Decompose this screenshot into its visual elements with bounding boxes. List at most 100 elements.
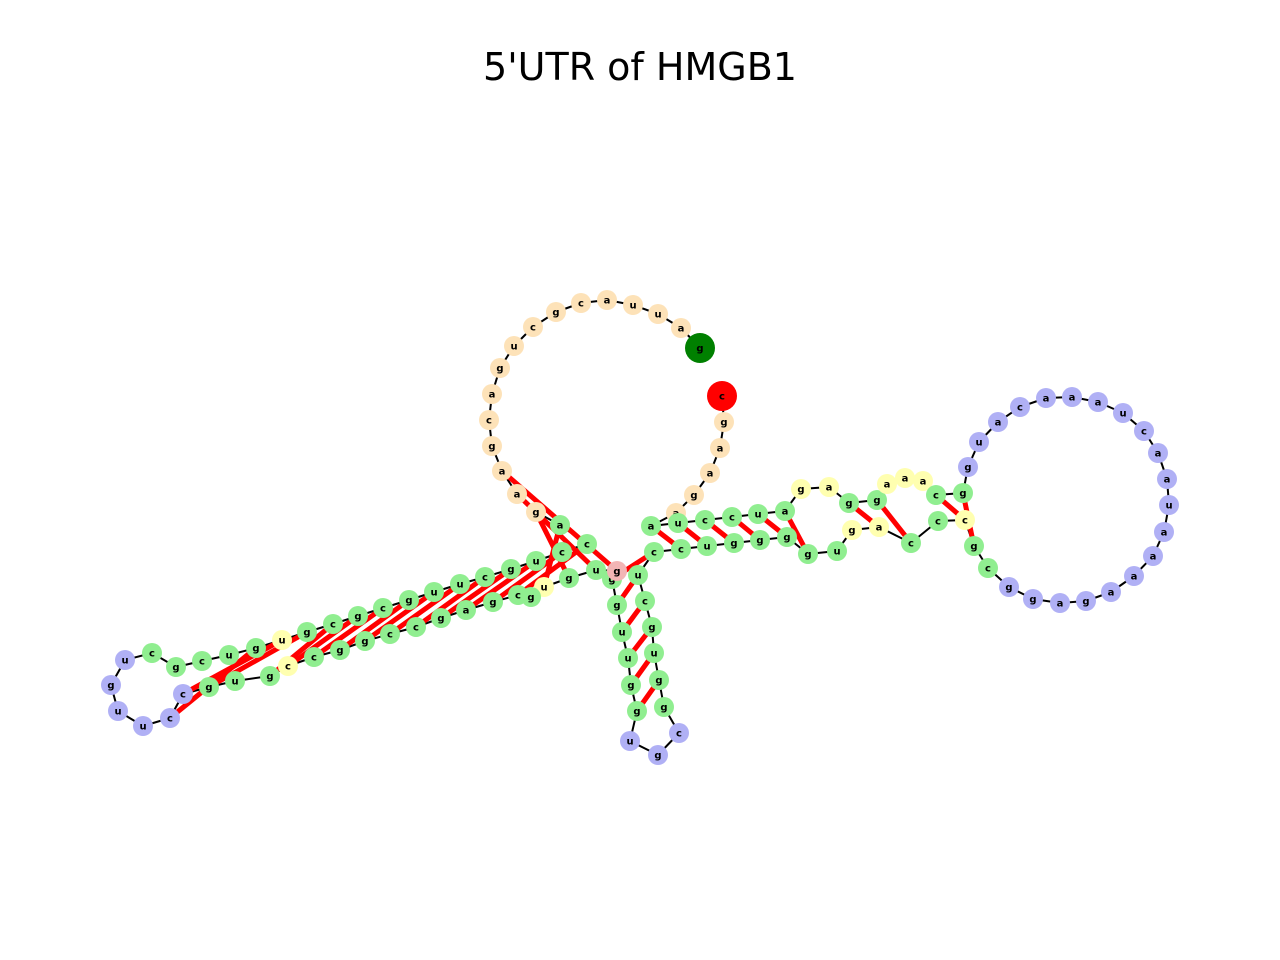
nucleotide-label: c	[678, 545, 684, 556]
nucleotide-circle	[969, 432, 989, 452]
nucleotide-label: g	[845, 499, 852, 510]
nucleotide-circle	[133, 716, 153, 736]
nucleotide-circle	[355, 631, 375, 651]
nucleotide: g	[842, 520, 862, 540]
nucleotide: a	[597, 290, 617, 310]
nucleotide: c	[552, 542, 572, 562]
nucleotide: g	[297, 622, 317, 642]
nucleotide-circle	[225, 671, 245, 691]
nucleotide-label: c	[1141, 427, 1147, 438]
nucleotide-label: g	[532, 508, 539, 519]
nucleotide-label: u	[703, 542, 710, 553]
nucleotide-label: g	[172, 663, 179, 674]
nucleotide: c	[380, 624, 400, 644]
nucleotide-label: a	[995, 418, 1002, 429]
nucleotide: a	[482, 384, 502, 404]
nucleotide-label: g	[507, 565, 514, 576]
nucleotide: c	[278, 656, 298, 676]
nucleotide-label: g	[552, 308, 559, 319]
nucleotide-circle	[492, 461, 512, 481]
nucleotide-label: u	[674, 519, 681, 530]
nucleotide-circle	[546, 302, 566, 322]
nucleotide-label: c	[676, 729, 682, 740]
nucleotide-label: u	[1119, 409, 1126, 420]
nucleotide-circle	[695, 510, 715, 530]
nucleotide-label: u	[430, 588, 437, 599]
nucleotide-label: a	[604, 296, 611, 307]
nucleotide: c	[635, 591, 655, 611]
nucleotide: a	[988, 412, 1008, 432]
nucleotide-label: c	[584, 540, 590, 551]
nucleotide: a	[1088, 392, 1108, 412]
nucleotide: u	[108, 701, 128, 721]
nucleotide-label: g	[627, 681, 634, 692]
nucleotide-label: g	[613, 601, 620, 612]
nucleotide-circle	[877, 474, 897, 494]
nucleotide-circle	[348, 606, 368, 626]
nucleotide: c	[577, 534, 597, 554]
nucleotide: c	[373, 598, 393, 618]
nucleotide-circle	[644, 643, 664, 663]
nucleotide-circle	[953, 483, 973, 503]
nucleotide-circle	[246, 638, 266, 658]
nucleotide-circle	[1154, 522, 1174, 542]
nucleotide-label: a	[648, 522, 655, 533]
nucleotide-circle	[406, 617, 426, 637]
nucleotide: g	[964, 536, 984, 556]
nucleotide: g	[648, 745, 668, 765]
nucleotide-circle	[895, 468, 915, 488]
five-prime-end-nucleotide: c	[707, 381, 737, 411]
nucleotide-label: c	[651, 548, 657, 559]
nucleotide: a	[1050, 593, 1070, 613]
nucleotide-circle	[827, 541, 847, 561]
nucleotide: g	[621, 675, 641, 695]
nucleotide: a	[877, 474, 897, 494]
nucleotide: u	[628, 565, 648, 585]
nucleotide-circle	[278, 656, 298, 676]
nucleotide-circle	[380, 624, 400, 644]
nucleotide: g	[654, 697, 674, 717]
nucleotide-label: u	[833, 547, 840, 558]
nucleotide-label: g	[654, 751, 661, 762]
nucleotide: g	[101, 675, 121, 695]
nucleotide-circle	[867, 490, 887, 510]
nucleotide: u	[115, 650, 135, 670]
nucleotide-circle	[999, 577, 1019, 597]
nucleotide-label: c	[380, 604, 386, 615]
nucleotide: g	[1076, 591, 1096, 611]
nucleotide-circle	[684, 485, 704, 505]
nucleotide: u	[133, 716, 153, 736]
nucleotide-label: g	[489, 598, 496, 609]
nucleotide: a	[492, 461, 512, 481]
nucleotide-layer: cgaagaauccuagaggaaacgguacaaaucaauaaaagag…	[101, 290, 1179, 765]
nucleotide-circle	[819, 477, 839, 497]
nucleotide: c	[644, 542, 664, 562]
nucleotide-circle	[671, 539, 691, 559]
nucleotide-circle	[192, 651, 212, 671]
nucleotide-circle	[173, 684, 193, 704]
nucleotide-label: c	[642, 597, 648, 608]
nucleotide: a	[1143, 546, 1163, 566]
nucleotide-circle	[272, 630, 292, 650]
nucleotide-circle	[648, 304, 668, 324]
nucleotide: g	[348, 606, 368, 626]
nucleotide-label: a	[876, 523, 883, 534]
nucleotide: a	[1036, 388, 1056, 408]
nucleotide-circle	[166, 657, 186, 677]
nucleotide-circle	[586, 560, 606, 580]
nucleotide-circle	[775, 501, 795, 521]
nucleotide-label: u	[278, 636, 285, 647]
nucleotide-circle	[483, 592, 503, 612]
base-pair-bond	[312, 605, 385, 660]
nucleotide-circle	[115, 650, 135, 670]
nucleotide-label: a	[1155, 449, 1162, 460]
nucleotide: c	[475, 567, 495, 587]
nucleotide-label: c	[702, 516, 708, 527]
nucleotide-label: a	[717, 444, 724, 455]
nucleotide-circle	[627, 701, 647, 721]
nucleotide: u	[272, 630, 292, 650]
nucleotide: u	[697, 536, 717, 556]
nucleotide-label: a	[1069, 393, 1076, 404]
nucleotide-circle	[330, 640, 350, 660]
nucleotide-label: c	[578, 299, 584, 310]
